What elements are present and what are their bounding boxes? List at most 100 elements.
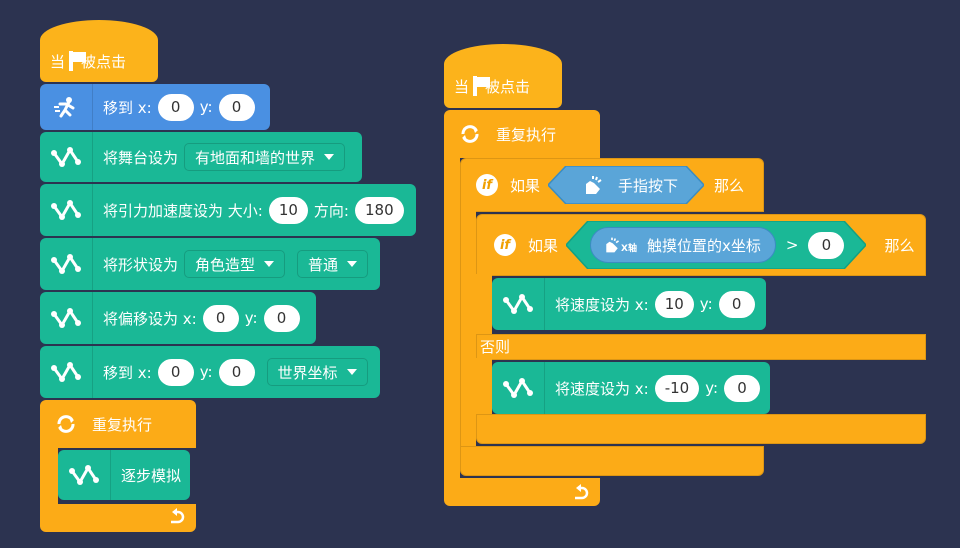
set-offset-label: 将偏移设为 x:: [103, 309, 197, 328]
left-when-flag-clicked-block[interactable]: 当 被点击: [40, 40, 158, 82]
velocity-x-input[interactable]: 10: [654, 290, 694, 318]
if-label: 如果: [510, 176, 541, 195]
direction-label: 方向:: [313, 201, 349, 220]
caret-down-icon: [347, 261, 358, 267]
physics-graph-icon: [40, 184, 93, 236]
right-repeat-header: 重复执行: [444, 110, 600, 158]
if-label: 如果: [528, 236, 559, 255]
else-label: 否则: [480, 338, 511, 356]
offset-y-label: y:: [244, 309, 258, 327]
shape-value: 角色造型: [195, 255, 256, 274]
physics-graph-icon: [40, 132, 93, 182]
right-repeat-foot: [444, 478, 600, 506]
caret-down-icon: [324, 154, 335, 160]
repeat-arrows-icon: [40, 400, 92, 448]
set-velocity-label: 将速度设为 x:: [555, 379, 649, 398]
outer-if-arm: [460, 210, 476, 448]
right-repeat-arm: [444, 156, 460, 482]
right-repeat-label: 重复执行: [496, 125, 557, 144]
moveto-y-label: y:: [199, 363, 213, 381]
set-stage-block[interactable]: 将舞台设为 有地面和墙的世界: [40, 132, 362, 182]
loop-return-arrow-icon: [168, 508, 186, 530]
left-repeat-block[interactable]: [40, 400, 196, 448]
when-label: 当: [50, 52, 66, 71]
velocity-y-label: y:: [699, 295, 713, 313]
physics-graph-icon: [492, 278, 545, 330]
velocity-x-input[interactable]: -10: [654, 374, 700, 402]
shape-dropdown[interactable]: 角色造型: [184, 250, 286, 278]
velocity-y-input[interactable]: 0: [718, 290, 755, 318]
finger-down-sensor[interactable]: 手指按下: [548, 166, 705, 204]
if-badge-icon: if: [494, 234, 516, 256]
set-shape-label: 将形状设为: [103, 255, 179, 274]
physics-graph-icon: [58, 450, 111, 500]
stage-dropdown[interactable]: 有地面和墙的世界: [184, 143, 346, 171]
physics-graph-icon: [492, 362, 545, 414]
coordinate-value: 世界坐标: [277, 363, 338, 382]
clicked-label: 被点击: [485, 77, 531, 96]
shape-mode-value: 普通: [308, 255, 339, 274]
move-to-world-block[interactable]: 移到 x: 0 y: 0 世界坐标: [40, 346, 380, 398]
left-repeat-header: 重复执行: [40, 400, 196, 448]
touch-x-label: 触摸位置的x坐标: [646, 236, 761, 255]
compare-value-input[interactable]: 0: [808, 231, 845, 259]
set-gravity-label: 将引力加速度设为 大小:: [103, 201, 263, 220]
clicked-label: 被点击: [81, 52, 127, 71]
velocity-y-input[interactable]: 0: [724, 374, 761, 402]
inner-if-arm-1: [476, 274, 492, 336]
x-axis-label: X轴: [621, 244, 637, 254]
step-simulate-block[interactable]: 逐步模拟: [58, 450, 190, 500]
stage-value: 有地面和墙的世界: [195, 148, 316, 167]
set-velocity-negative-block[interactable]: 将速度设为 x: -10 y: 0: [492, 362, 770, 414]
greater-than-label: >: [785, 236, 799, 254]
caret-down-icon: [346, 369, 357, 375]
then-label: 那么: [884, 236, 915, 255]
inner-if-foot: [476, 414, 926, 444]
left-repeat-label: 重复执行: [92, 415, 153, 434]
right-repeat-block[interactable]: [444, 110, 600, 158]
move-y-input[interactable]: 0: [218, 93, 255, 121]
running-person-icon: [40, 84, 93, 130]
move-x-input[interactable]: 0: [157, 93, 194, 121]
touch-x-sensor[interactable]: X轴 触摸位置的x坐标: [590, 227, 776, 263]
touch-hand-icon: [582, 175, 604, 195]
set-velocity-label: 将速度设为 x:: [555, 295, 649, 314]
moveto-x-input[interactable]: 0: [157, 358, 194, 386]
move-y-label: y:: [199, 98, 213, 116]
caret-down-icon: [264, 261, 275, 267]
if-badge-icon: if: [476, 174, 498, 196]
touch-x-axis-icon: X轴: [603, 236, 637, 254]
offset-x-input[interactable]: 0: [202, 304, 239, 332]
step-simulate-label: 逐步模拟: [121, 466, 182, 485]
green-flag-icon: [69, 51, 87, 71]
outer-if-header: if 如果 手指按下 那么: [476, 158, 744, 212]
move-to-label: 移到 x:: [103, 98, 152, 117]
offset-y-input[interactable]: 0: [263, 304, 300, 332]
set-shape-block[interactable]: 将形状设为 角色造型 普通: [40, 238, 380, 290]
gravity-direction-input[interactable]: 180: [354, 196, 404, 224]
outer-if-foot: [460, 446, 764, 476]
gravity-magnitude-input[interactable]: 10: [268, 196, 308, 224]
physics-graph-icon: [40, 238, 93, 290]
coordinate-dropdown[interactable]: 世界坐标: [266, 358, 368, 386]
set-offset-block[interactable]: 将偏移设为 x: 0 y: 0: [40, 292, 316, 344]
repeat-arrows-icon: [444, 110, 496, 158]
moveto-y-input[interactable]: 0: [218, 358, 255, 386]
left-repeat-arm: [40, 446, 58, 506]
left-repeat-foot: [40, 504, 196, 532]
set-gravity-block[interactable]: 将引力加速度设为 大小: 10 方向: 180: [40, 184, 416, 236]
finger-down-label: 手指按下: [618, 176, 679, 195]
set-velocity-positive-block[interactable]: 将速度设为 x: 10 y: 0: [492, 278, 766, 330]
move-to-world-label: 移到 x:: [103, 363, 152, 382]
when-label: 当: [454, 77, 470, 96]
move-to-block[interactable]: 移到 x: 0 y: 0: [40, 84, 270, 130]
green-flag-icon: [473, 76, 491, 96]
then-label: 那么: [714, 176, 745, 195]
right-when-flag-clicked-block[interactable]: 当 被点击: [444, 64, 562, 108]
velocity-y-label: y:: [705, 379, 719, 397]
inner-if-header: if 如果 X轴 触摸位置的x坐标 > 0 那么: [494, 214, 914, 276]
else-bar: [476, 334, 926, 360]
shape-mode-dropdown[interactable]: 普通: [297, 250, 369, 278]
greater-than-condition[interactable]: X轴 触摸位置的x坐标 > 0: [566, 221, 876, 269]
physics-graph-icon: [40, 292, 93, 344]
